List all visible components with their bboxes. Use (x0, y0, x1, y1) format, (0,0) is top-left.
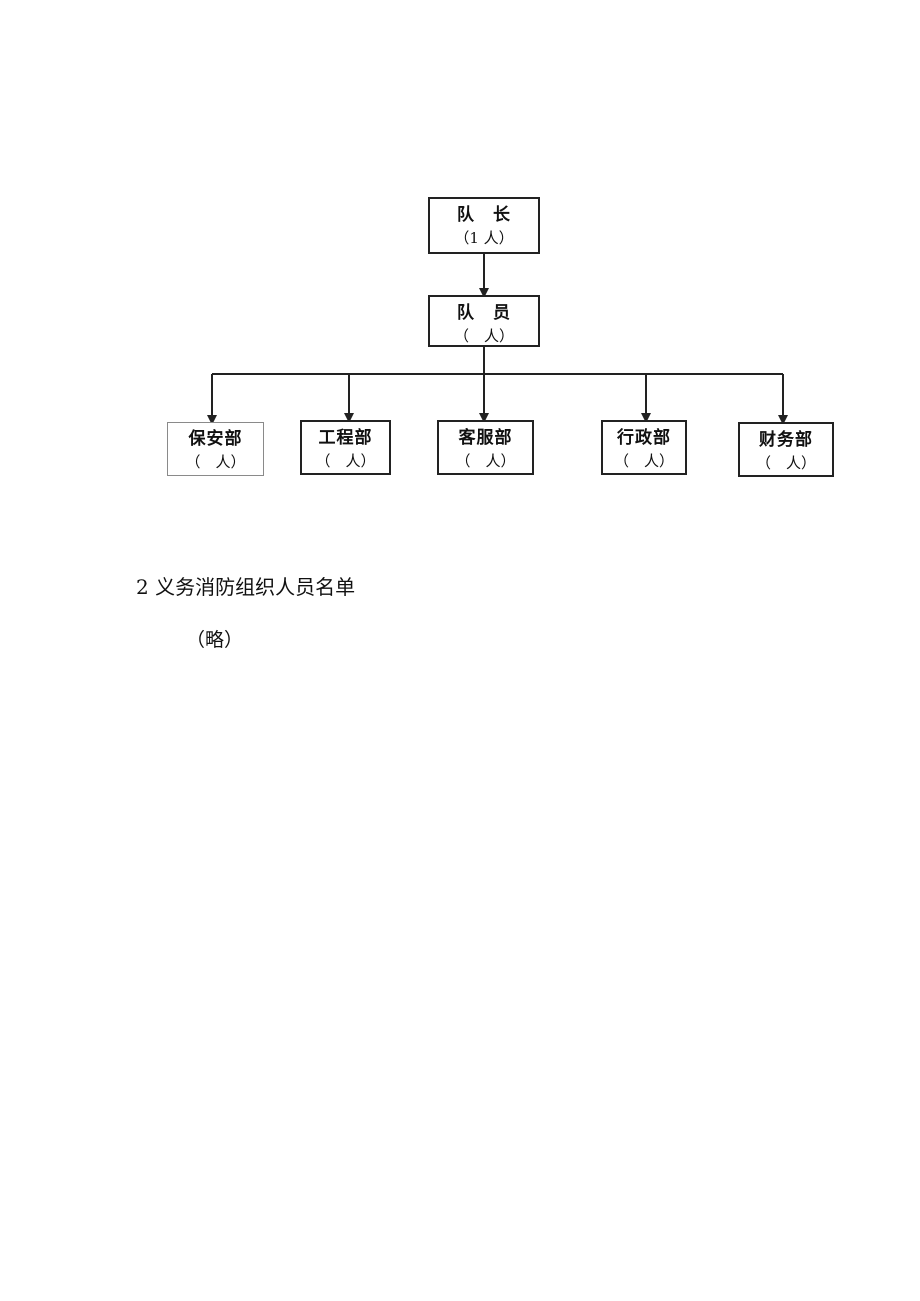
section-heading: 2 义务消防组织人员名单 (136, 575, 356, 599)
department-box-customer-service: 客服部 （ 人） (437, 420, 534, 475)
captain-box: 队 长 （1 人） (428, 197, 540, 254)
org-chart: 队 长 （1 人） 队 员 （ 人） 保安部 （ 人） 工程部 （ 人） 客服部… (0, 0, 920, 520)
org-chart-connectors (207, 254, 788, 425)
section-note: （略） (186, 629, 244, 651)
department-count: （ 人） (455, 452, 516, 470)
department-title: 保安部 (188, 429, 243, 449)
captain-title: 队 长 (457, 205, 511, 225)
department-title: 工程部 (318, 428, 373, 448)
department-title: 行政部 (617, 428, 671, 448)
department-box-administration: 行政部 （ 人） (601, 420, 687, 475)
department-count: （ 人） (755, 454, 816, 472)
department-title: 客服部 (458, 428, 513, 448)
department-title: 财务部 (759, 430, 813, 450)
department-count: （ 人） (613, 452, 674, 470)
member-title: 队 员 (457, 303, 511, 323)
department-box-finance: 财务部 （ 人） (738, 422, 834, 477)
captain-count: （1 人） (454, 229, 514, 247)
department-count: （ 人） (185, 453, 246, 471)
department-box-engineering: 工程部 （ 人） (300, 420, 391, 475)
member-box: 队 员 （ 人） (428, 295, 540, 347)
department-count: （ 人） (315, 452, 376, 470)
member-count: （ 人） (453, 327, 514, 345)
department-box-security: 保安部 （ 人） (167, 422, 264, 476)
